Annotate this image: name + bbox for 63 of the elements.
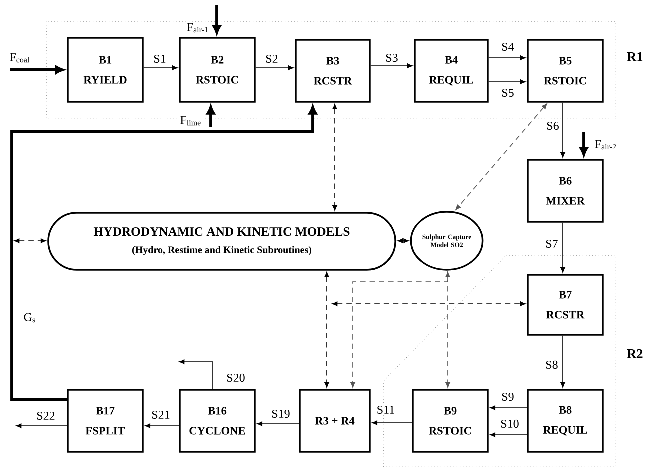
arrow <box>560 222 566 273</box>
region-label: R1 <box>627 52 643 62</box>
block-box: B3 RCSTR <box>295 39 371 103</box>
arrow <box>580 132 588 156</box>
arrow <box>10 106 318 402</box>
arrow <box>488 56 526 60</box>
arrow <box>560 335 566 388</box>
stream-label: F$_{coal}$ <box>8 52 32 64</box>
stream-label: S8 <box>544 360 560 370</box>
block-box: B6 MIXER <box>527 159 604 223</box>
arrow <box>372 420 413 426</box>
arrow <box>490 406 528 410</box>
block-box: B16 CYCLONE <box>179 389 256 453</box>
stream-label: F$_{lime}$ <box>178 115 204 127</box>
arrow <box>324 272 330 388</box>
stream-label: S22 <box>35 410 57 422</box>
arrow <box>143 66 178 70</box>
arrow <box>145 424 180 428</box>
block-box: R3 + R4 <box>299 389 371 453</box>
arrow <box>206 106 216 127</box>
arrow <box>398 238 410 244</box>
stream-label: S11 <box>376 404 396 416</box>
arrow <box>257 422 300 426</box>
model-box: HYDRODYNAMIC AND KINETIC MODELS (Hydro, Restime and Kinetic Subroutines) <box>48 212 396 271</box>
stream-label: S5 <box>500 88 516 98</box>
stream-label: S7 <box>544 238 560 250</box>
arrow <box>488 80 526 84</box>
stream-label: G$_{s}$ <box>22 312 38 324</box>
stream-label: S2 <box>264 54 280 64</box>
block-box: B9 RSTOIC <box>412 389 489 453</box>
block-box: B7 RCSTR <box>527 274 604 336</box>
arrow <box>370 64 413 68</box>
stream-label: S10 <box>499 418 521 430</box>
stream-label: S20 <box>225 372 247 384</box>
stream-label: F$_{air-1}$ <box>186 22 210 34</box>
stream-label: S21 <box>150 410 172 420</box>
stream-label: S19 <box>270 408 292 420</box>
block-box: B5 RSTOIC <box>527 39 604 103</box>
arrow <box>179 360 214 390</box>
arrow <box>255 66 294 70</box>
arrow <box>456 104 548 210</box>
arrow <box>10 66 64 74</box>
block-box: B2 RSTOIC <box>179 37 256 103</box>
stream-label: S4 <box>500 42 516 52</box>
block-box: B1 RYIELD <box>67 37 144 103</box>
arrow <box>14 238 46 244</box>
stream-label: S3 <box>384 52 400 64</box>
arrow <box>560 102 566 158</box>
block-box: B17 FSPLIT <box>67 389 144 453</box>
arrow <box>332 302 526 306</box>
arrow <box>490 432 528 438</box>
block-box: B8 REQUIL <box>527 389 604 453</box>
arrow <box>446 272 450 388</box>
arrow <box>212 5 222 34</box>
arrow <box>332 104 338 211</box>
stream-label: F$_{air-2}$ <box>594 139 618 151</box>
arrow <box>16 424 68 428</box>
region-label: R2 <box>627 349 643 358</box>
stream-label: S6 <box>545 120 561 132</box>
arrow <box>350 270 448 388</box>
stream-label: S9 <box>500 392 516 402</box>
stream-label: S1 <box>152 54 168 64</box>
block-box: B4 REQUIL <box>414 39 489 103</box>
